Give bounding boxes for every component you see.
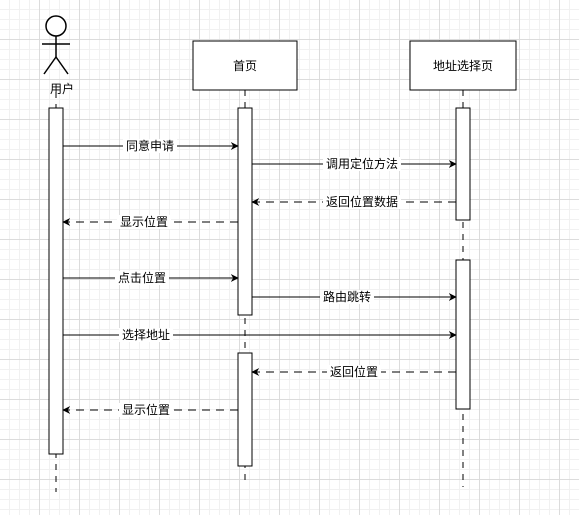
activation-user (48, 107, 64, 455)
activation-home-2 (237, 352, 253, 467)
message-6: 路由跳转 (252, 289, 457, 304)
message-label: 返回位置 (330, 364, 378, 379)
message-label: 调用定位方法 (326, 156, 398, 171)
message-label: 返回位置数据 (326, 194, 398, 209)
message-7: 选择地址 (63, 328, 457, 342)
message-5: 点击位置 (63, 270, 239, 285)
message-3: 返回位置数据 (251, 194, 456, 209)
message-label: 显示位置 (120, 214, 168, 229)
activation-addr-1 (455, 107, 471, 221)
message-2: 调用定位方法 (252, 156, 457, 171)
activation-addr-2 (455, 259, 471, 410)
message-label: 同意申请 (126, 138, 174, 153)
actor-home: 首页 (192, 40, 298, 91)
actor-user: 用户 (42, 15, 74, 96)
message-label: 路由跳转 (323, 289, 371, 304)
lifelines (55, 90, 464, 492)
message-label: 显示位置 (122, 402, 170, 417)
activation-home-1 (237, 107, 253, 316)
actor-home-label: 首页 (233, 59, 257, 73)
actor-user-label: 用户 (50, 81, 74, 96)
message-1: 同意申请 (63, 138, 239, 153)
actor-addr-label: 地址选择页 (433, 59, 493, 73)
message-8: 返回位置 (251, 364, 456, 379)
stick-figure-icon (42, 15, 70, 75)
actor-addr: 地址选择页 (409, 40, 517, 91)
message-label: 点击位置 (118, 270, 166, 285)
message-label: 选择地址 (122, 328, 170, 342)
message-4: 显示位置 (62, 214, 238, 229)
activations (48, 107, 471, 467)
message-9: 显示位置 (62, 402, 238, 417)
